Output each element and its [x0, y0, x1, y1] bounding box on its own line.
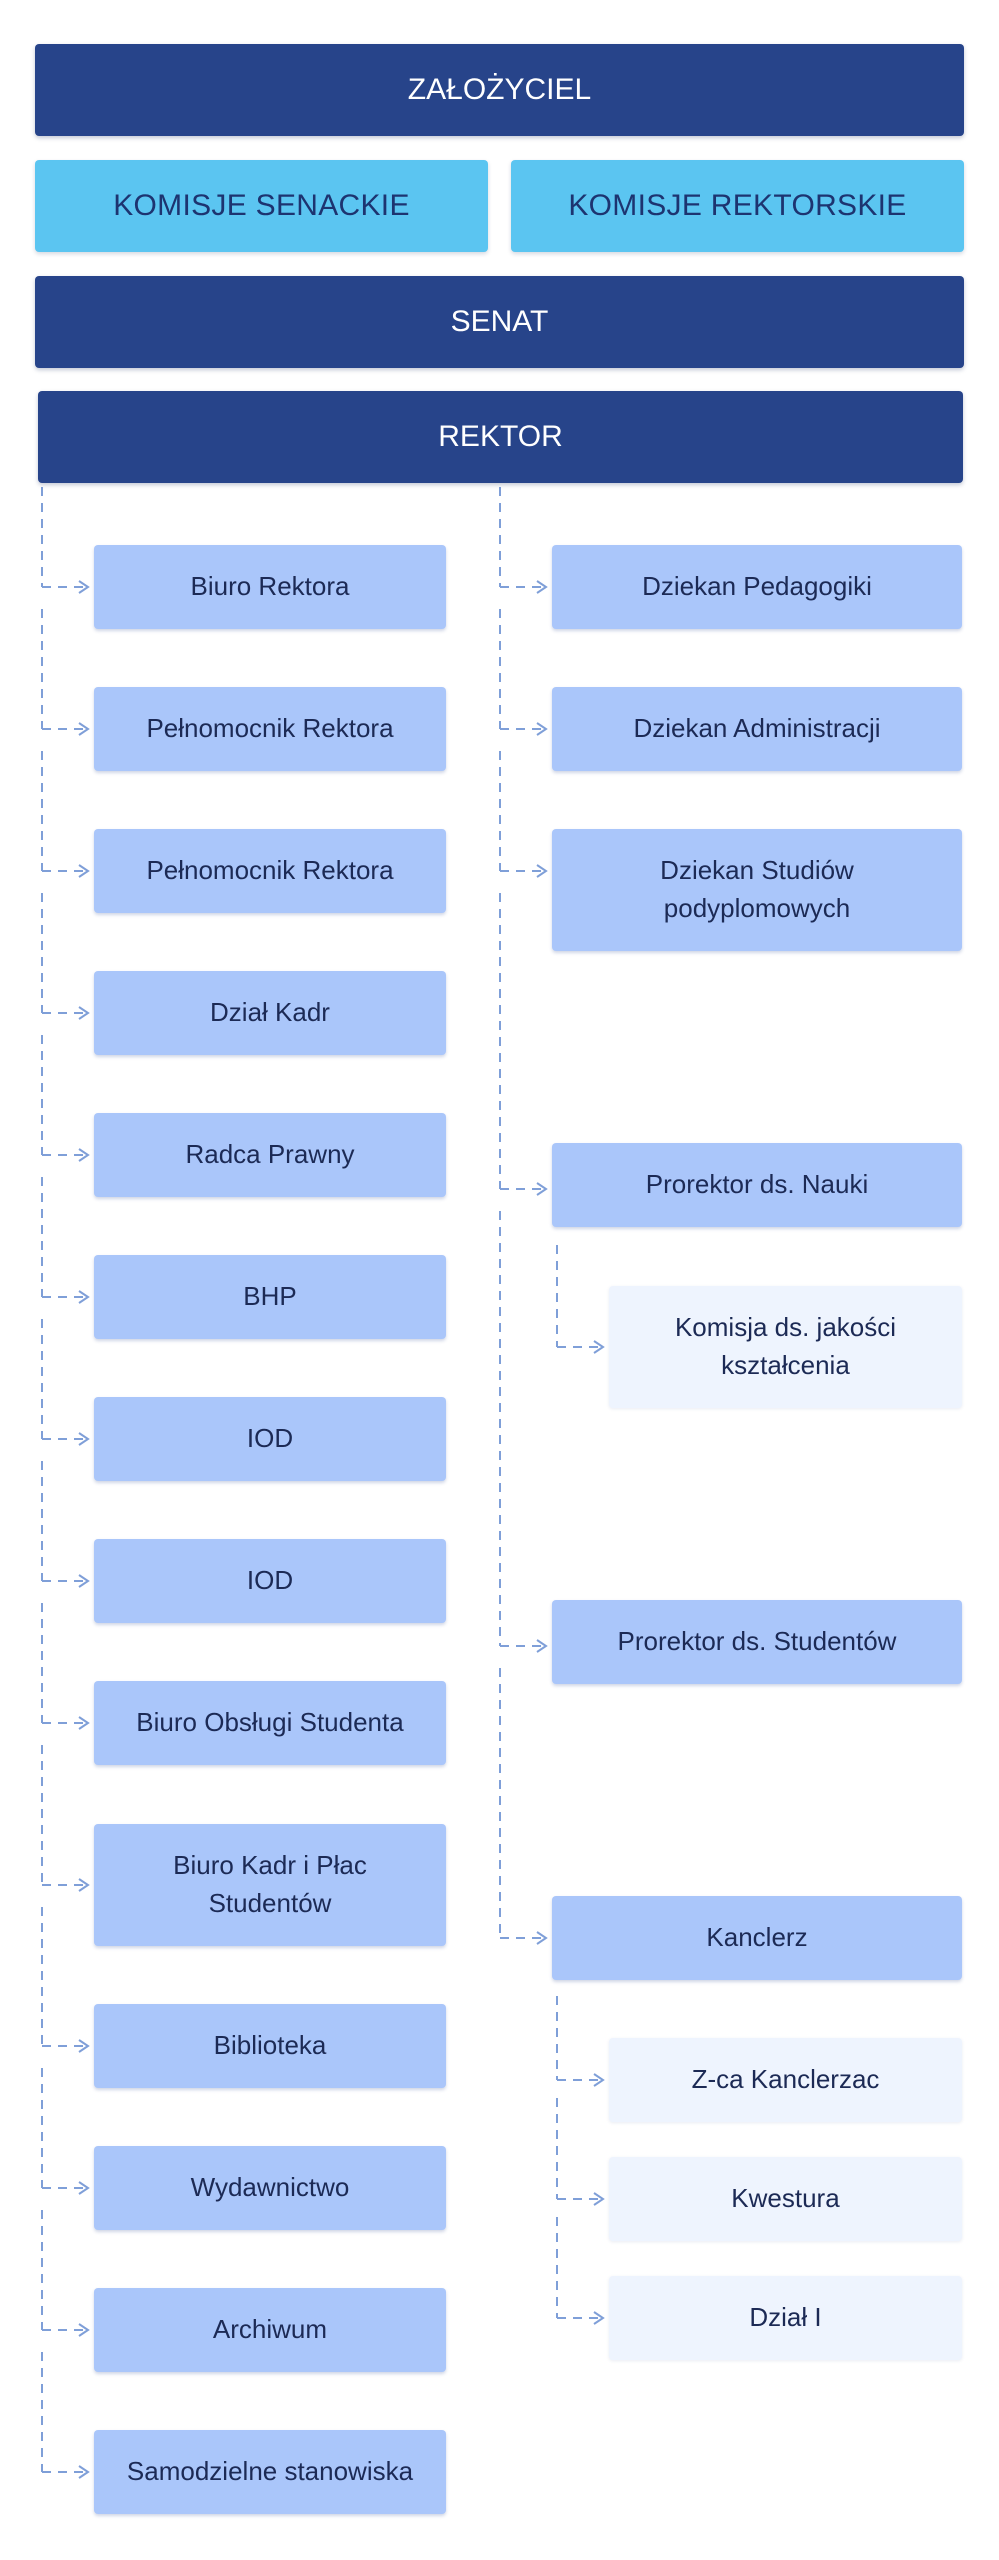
kwestura-arrow-head: [593, 2192, 605, 2206]
unit-prorektor-ds-studentow: Prorektor ds. Studentów: [552, 1600, 962, 1684]
left-unit-4-arrow-head: [78, 1148, 90, 1162]
prorector-science-arrow-head: [536, 1182, 548, 1196]
left-unit-7-arrow-head: [78, 1574, 90, 1588]
left-unit-10-arrow-head: [78, 2039, 90, 2053]
unit-archiwum: Archiwum: [94, 2288, 446, 2372]
senate-box: SENAT: [35, 276, 964, 368]
dean-3-arrow-head: [536, 864, 548, 878]
deputy-chancellor-arrow-head: [593, 2073, 605, 2087]
left-unit-1-arrow-head: [78, 722, 90, 736]
unit-kwestura: Kwestura: [609, 2157, 962, 2241]
left-unit-13-arrow-head: [78, 2465, 90, 2479]
unit-radca-prawny: Radca Prawny: [94, 1113, 446, 1197]
left-unit-3-arrow-head: [78, 1006, 90, 1020]
left-unit-0-arrow-head: [78, 580, 90, 594]
founder-box: ZAŁOŻYCIEL: [35, 44, 964, 136]
quality-commission-arrow-head: [593, 1340, 605, 1354]
left-unit-5-arrow-head: [78, 1290, 90, 1304]
unit-dzial-kadr: Dział Kadr: [94, 971, 446, 1055]
chancellor-arrow-head: [536, 1931, 548, 1945]
unit-pelnomocnik-rektora-2: Pełnomocnik Rektora: [94, 829, 446, 913]
unit-dzial-i: Dział I: [609, 2276, 962, 2360]
unit-wydawnictwo: Wydawnictwo: [94, 2146, 446, 2230]
unit-dziekan-administracji: Dziekan Administracji: [552, 687, 962, 771]
unit-dziekan-pedagogiki: Dziekan Pedagogiki: [552, 545, 962, 629]
prorector-students-arrow-head: [536, 1639, 548, 1653]
dzial-i-arrow-head: [593, 2311, 605, 2325]
rector-box: REKTOR: [38, 391, 963, 483]
unit-biblioteka: Biblioteka: [94, 2004, 446, 2088]
unit-biuro-rektora: Biuro Rektora: [94, 545, 446, 629]
unit-pelnomocnik-rektora-1: Pełnomocnik Rektora: [94, 687, 446, 771]
left-unit-11-arrow-head: [78, 2181, 90, 2195]
unit-prorektor-ds-nauki: Prorektor ds. Nauki: [552, 1143, 962, 1227]
left-unit-6-arrow-head: [78, 1432, 90, 1446]
left-unit-2-arrow-head: [78, 864, 90, 878]
unit-iod-1: IOD: [94, 1397, 446, 1481]
dean-2-arrow-head: [536, 722, 548, 736]
unit-biuro-kadr-i-plac-studentow: Biuro Kadr i Płac Studentów: [94, 1824, 446, 1946]
unit-iod-2: IOD: [94, 1539, 446, 1623]
left-unit-9-arrow-head: [78, 1878, 90, 1892]
rector-commissions-box: KOMISJE REKTORSKIE: [511, 160, 964, 252]
unit-samodzielne-stanowiska: Samodzielne stanowiska: [94, 2430, 446, 2514]
unit-bhp: BHP: [94, 1255, 446, 1339]
dean-1-arrow-head: [536, 580, 548, 594]
unit-z-ca-kanclerzac: Z-ca Kanclerzac: [609, 2038, 962, 2122]
unit-komisja-ds-jakosci-ksztalcenia: Komisja ds. jakości kształcenia: [609, 1286, 962, 1408]
unit-dziekan-studiow-podyplomowych: Dziekan Studiów podyplomowych: [552, 829, 962, 951]
unit-kanclerz: Kanclerz: [552, 1896, 962, 1980]
left-unit-12-arrow-head: [78, 2323, 90, 2337]
senate-commissions-box: KOMISJE SENACKIE: [35, 160, 488, 252]
left-unit-8-arrow-head: [78, 1716, 90, 1730]
unit-biuro-obslugi-studenta: Biuro Obsługi Studenta: [94, 1681, 446, 1765]
